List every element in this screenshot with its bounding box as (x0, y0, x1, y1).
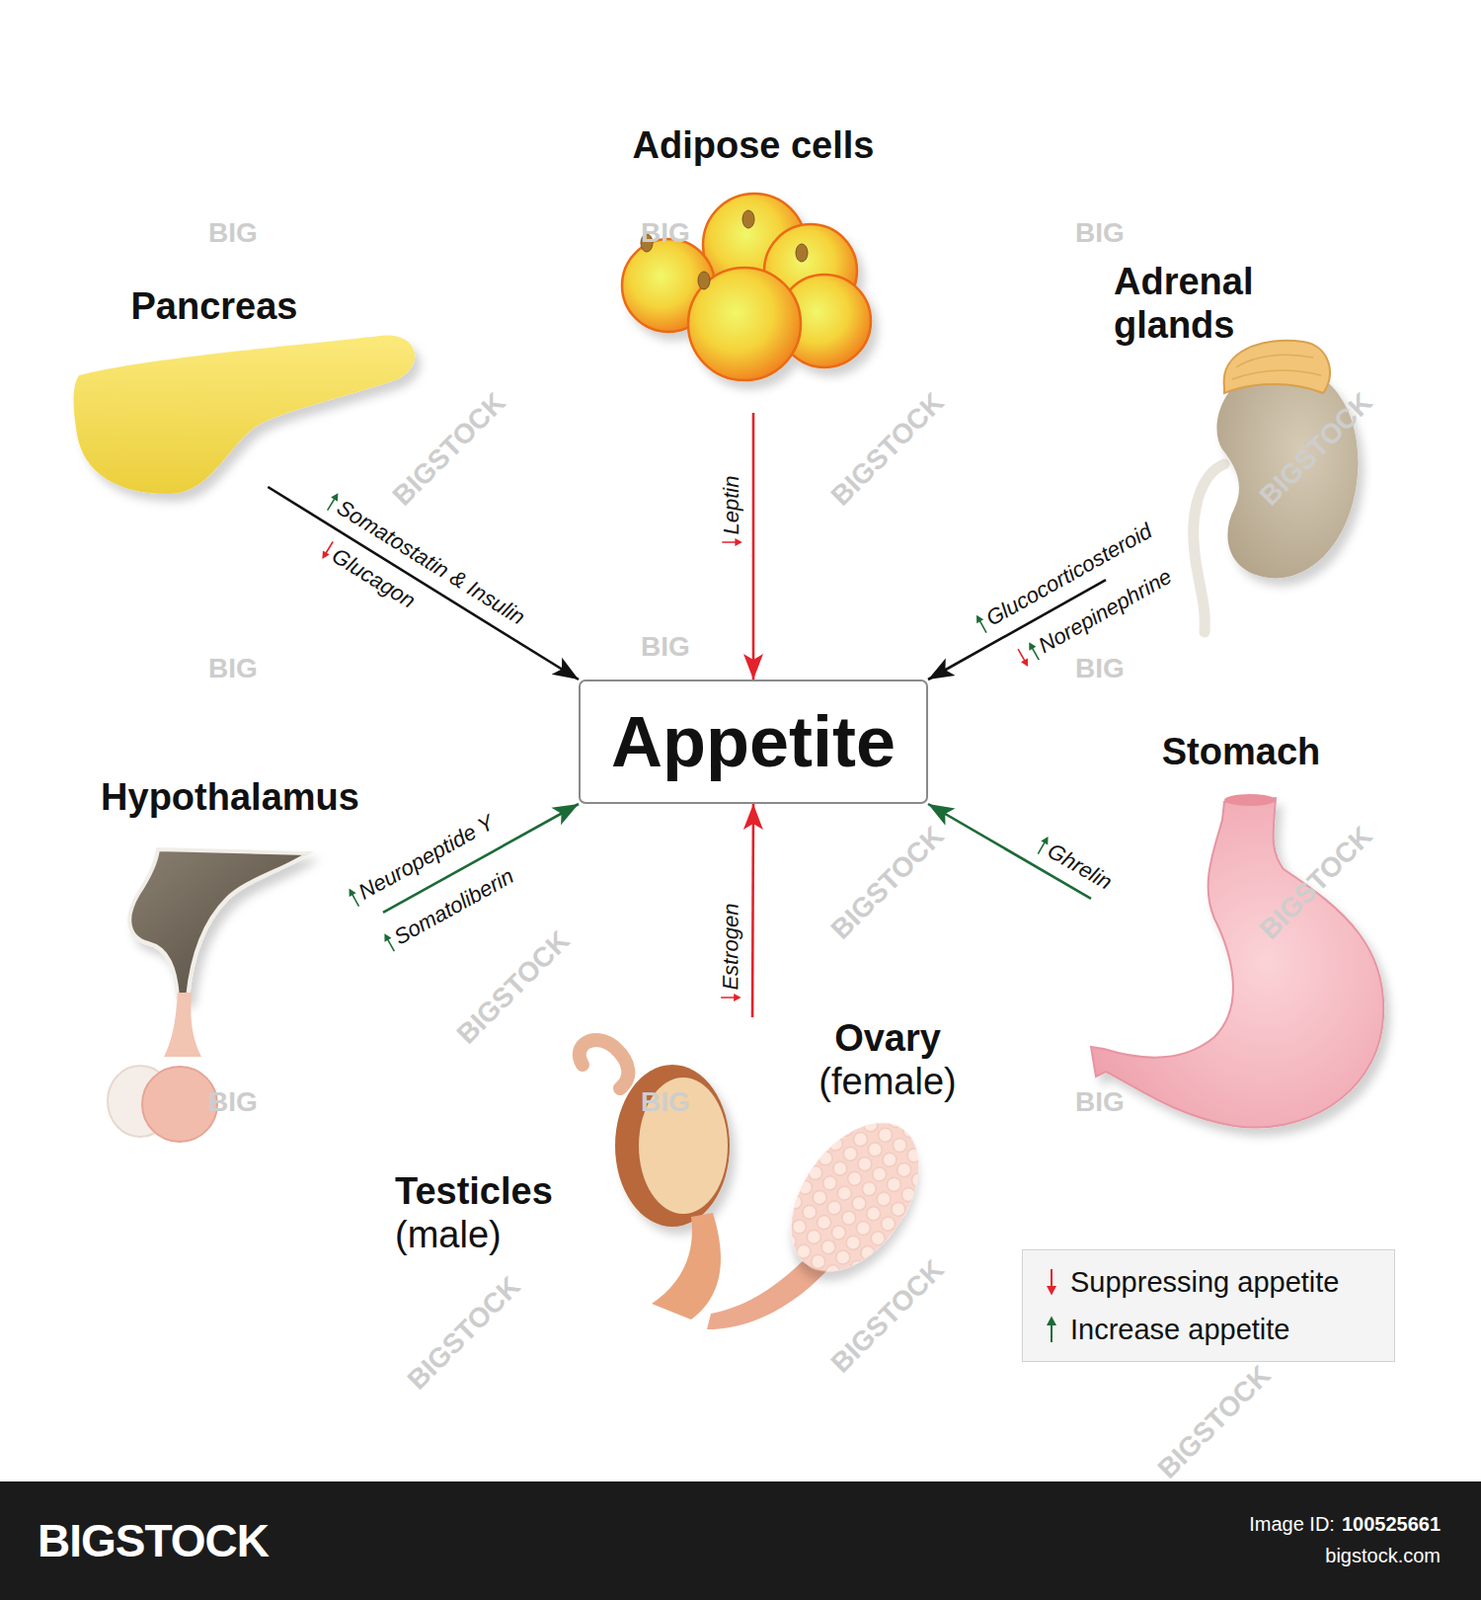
legend-box: Suppressing appetiteIncrease appetite (1021, 1248, 1396, 1362)
hormone-label-group: Somatoliberin (378, 862, 518, 956)
watermark: BIG (208, 1086, 258, 1118)
legend-row: Increase appetite (1044, 1313, 1381, 1346)
ovary (706, 1098, 945, 1329)
watermark: BIGSTOCK (825, 1253, 951, 1380)
pancreas (74, 335, 416, 494)
organ-name: Pancreas (130, 285, 298, 329)
organ-sex-note: (female) (818, 1060, 956, 1104)
hypothalamus (107, 849, 309, 1142)
suppress-arrow-symbol (1013, 644, 1033, 670)
hormone-label: Somatoliberin (389, 862, 518, 949)
watermark: BIG (1075, 217, 1125, 249)
watermark: BIG (208, 217, 258, 249)
adrenal-gland (1193, 340, 1359, 632)
footer-text: Image ID: (1248, 1512, 1335, 1536)
hormone-label-group: Estrogen (717, 903, 744, 1004)
watermark: BIGSTOCK (825, 387, 951, 513)
watermark: BIGSTOCK (387, 387, 513, 513)
increase-arrow-symbol (321, 489, 343, 514)
legend-text: Suppressing appetite (1070, 1265, 1339, 1299)
footer-logo: BIGSTOCK (37, 1514, 269, 1567)
testicle (579, 1039, 730, 1320)
esophagus-opening (1224, 793, 1276, 806)
hormone-label: Somatostatin & Insulin (332, 494, 530, 630)
increase-arrow-symbol (971, 611, 992, 636)
adipose-cells (622, 193, 871, 381)
watermark: BIGSTOCK (1253, 387, 1380, 513)
legend-text: Increase appetite (1070, 1313, 1290, 1346)
organ-sex-note: (male) (394, 1213, 502, 1257)
increase-arrow-symbol (1032, 833, 1054, 858)
hormone-arrow (267, 486, 579, 680)
footer-bar (0, 1481, 1481, 1600)
hormone-label-group: Norepinephrine (1012, 563, 1176, 671)
watermark: BIGSTOCK (1152, 1359, 1278, 1485)
watermark: BIG (1075, 1086, 1125, 1118)
legend-row: Suppressing appetite (1044, 1265, 1381, 1299)
appetite-title: Appetite (611, 705, 896, 778)
hormone-label-group: Glucocorticosteroid (970, 517, 1157, 637)
footer-text: 100525661 (1341, 1512, 1441, 1536)
hormone-label: Glucagon (327, 543, 420, 614)
organ-node: Adipose cells (605, 116, 902, 413)
hormone-label-group: Neuropeptide Y (342, 809, 498, 911)
watermark: BIG (1075, 652, 1125, 685)
organ-name: Stomach (1162, 730, 1321, 775)
suppress-arrow-symbol (719, 992, 742, 1004)
organ-name: Adrenal glands (1113, 260, 1302, 347)
cell-nuclei (640, 210, 808, 290)
hormone-arrow (928, 579, 1106, 680)
suppress-arrow-symbol (317, 537, 339, 561)
stomach (1091, 797, 1384, 1128)
hormone-arrow (928, 803, 1092, 899)
hormone-label: Leptin (718, 474, 744, 535)
organ-name: Hypothalamus (100, 776, 360, 820)
increase-arrow-symbol (1023, 638, 1044, 664)
organ-node: Hypothalamus (78, 774, 384, 1146)
footer-text: bigstock.com (1325, 1544, 1441, 1567)
suppress-arrow-symbol (720, 536, 743, 547)
organ-name: Testicles (394, 1169, 553, 1214)
organ-node: Adrenal glands (1105, 258, 1383, 632)
watermark: BIG (640, 630, 691, 663)
increase-arrow-symbol (343, 884, 364, 910)
watermark: BIG (208, 652, 258, 685)
watermark: BIG (640, 217, 691, 249)
organ-node: Pancreas (76, 281, 419, 487)
watermark: BIG (640, 1086, 691, 1118)
appetite-box: Appetite (578, 679, 929, 804)
hormone-arrow (752, 412, 756, 680)
hormone-label: Norepinephrine (1034, 563, 1177, 659)
hormone-label: Ghrelin (1043, 838, 1117, 895)
watermark: BIGSTOCK (401, 1270, 528, 1397)
organ-node: Ovary(female) (730, 1016, 973, 1328)
hormone-label-group: Ghrelin (1031, 831, 1116, 895)
hormone-label: Estrogen (718, 903, 745, 991)
watermark: BIGSTOCK (1253, 820, 1380, 946)
watermark: BIGSTOCK (451, 925, 577, 1051)
hormone-label-group: Glucagon (316, 536, 420, 614)
hormone-arrow (751, 803, 756, 1017)
increase-arrow-symbol (379, 929, 399, 954)
organ-node: Testicles(male) (389, 1051, 729, 1328)
legend-arrow (1044, 1315, 1059, 1343)
hormone-label: Neuropeptide Y (354, 809, 499, 905)
organ-name: Ovary (834, 1016, 941, 1061)
organ-name: Adipose cells (632, 124, 875, 168)
legend-arrow (1044, 1267, 1059, 1296)
hormone-label-group: Somatostatin & Insulin (321, 487, 530, 630)
hormone-label-group: Leptin (718, 474, 744, 547)
organ-node: Stomach (1091, 728, 1388, 1136)
watermark: BIGSTOCK (825, 820, 951, 946)
hormone-arrow (383, 803, 579, 913)
hormone-label: Glucocorticosteroid (982, 517, 1158, 630)
